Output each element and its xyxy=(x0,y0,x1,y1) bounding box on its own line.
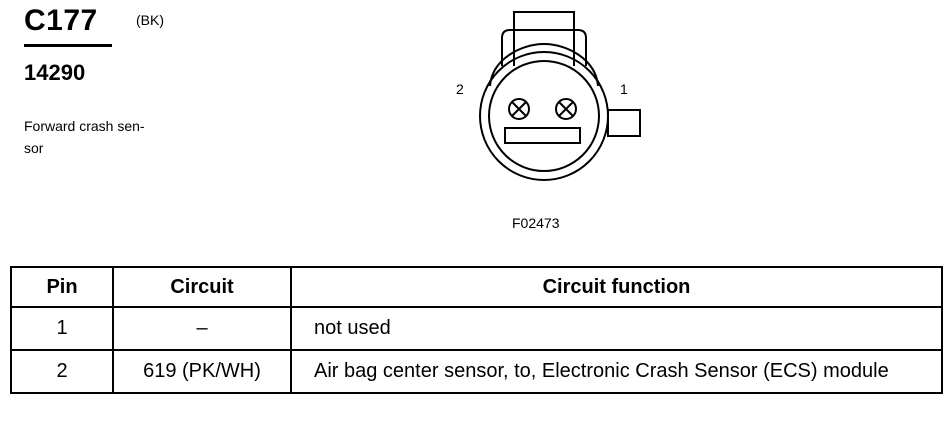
connector-body xyxy=(479,51,609,181)
connector-inner-ring xyxy=(488,60,600,172)
pin-2-terminal-icon xyxy=(508,98,530,120)
latch-shroud xyxy=(501,29,587,66)
component-description: Forward crash sen- sor xyxy=(24,118,145,156)
connector-outer-shell xyxy=(489,42,599,87)
header-pin: Pin xyxy=(10,266,114,308)
pin-cell: 2 xyxy=(10,349,114,394)
color-code: (BK) xyxy=(136,12,164,28)
table-row: 1 – not used xyxy=(10,306,943,351)
pin-label-2: 2 xyxy=(456,81,464,97)
connector-id: C177 xyxy=(24,4,98,37)
figure-id: F02473 xyxy=(512,215,560,231)
circuit-cell: – xyxy=(112,306,292,351)
connector-face-diagram: 2 1 xyxy=(456,11,641,181)
pin-table: Pin Circuit Circuit function 1 – not use… xyxy=(10,266,943,394)
pin-cell: 1 xyxy=(10,306,114,351)
connector-id-underline xyxy=(24,44,112,47)
pin-table-header-row: Pin Circuit Circuit function xyxy=(10,266,943,308)
pin-label-1: 1 xyxy=(620,81,628,97)
pin-1-terminal-icon xyxy=(555,98,577,120)
header-circuit-function: Circuit function xyxy=(290,266,943,308)
keyway-slot xyxy=(504,127,581,144)
function-cell: Air bag center sensor, to, Electronic Cr… xyxy=(290,349,943,394)
header-circuit: Circuit xyxy=(112,266,292,308)
circuit-cell: 619 (PK/WH) xyxy=(112,349,292,394)
part-number: 14290 xyxy=(24,60,86,85)
function-cell: not used xyxy=(290,306,943,351)
latch-tab xyxy=(513,11,575,66)
side-key xyxy=(607,109,641,137)
table-row: 2 619 (PK/WH) Air bag center sensor, to,… xyxy=(10,349,943,394)
